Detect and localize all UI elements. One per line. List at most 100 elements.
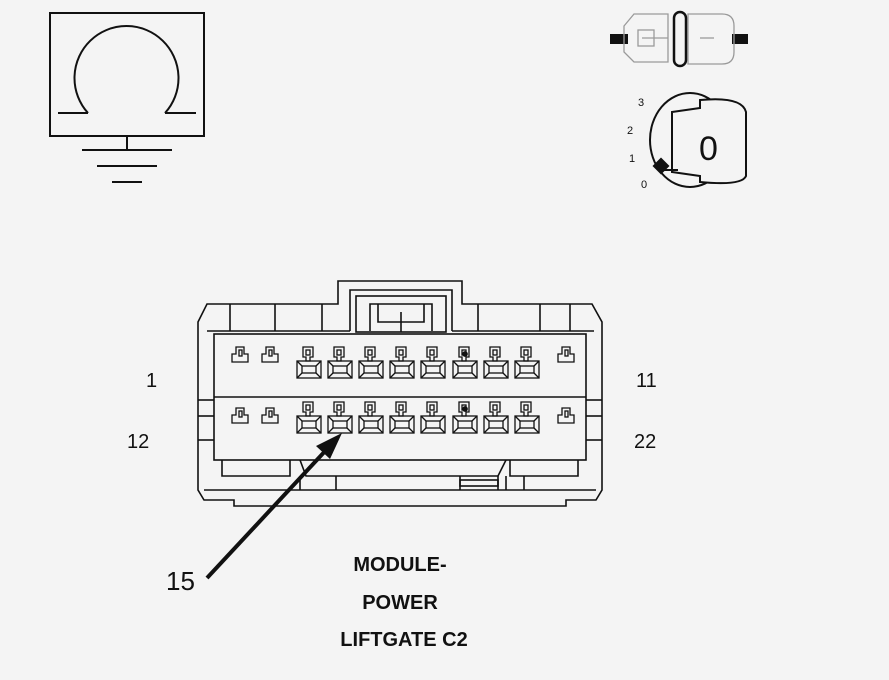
cavity-row1-1-terminal	[302, 346, 314, 362]
callout-number: 15	[166, 566, 195, 596]
cavity-row2-6-bevel-d	[471, 427, 478, 434]
cavity-row2-5-box	[420, 415, 446, 434]
cavity-row1-2-bevel-c	[327, 372, 334, 379]
connector-cavities	[231, 346, 575, 434]
cavity-row2-6-box	[452, 415, 478, 434]
cavity-row1-3-bevel-d	[377, 372, 384, 379]
cavity-row1-6-box	[452, 360, 478, 379]
cavity-row1-2-bevel-d	[346, 372, 353, 379]
cavity-row1-8-box	[514, 360, 540, 379]
cavity-row1-7-box	[483, 360, 509, 379]
cavity-row1-1-terminal-slot	[305, 349, 311, 356]
cavity-row1-5-bevel-b	[439, 360, 446, 367]
cavity-row1-7-bevel-b	[502, 360, 509, 367]
cavity-row1-4-bevel-b	[408, 360, 415, 367]
side-terminal-row2-a	[231, 407, 249, 424]
cavity-row2-8-box	[514, 415, 540, 434]
cavity-row1-7-terminal	[489, 346, 501, 362]
cavity-row1-2-bevel-b	[346, 360, 353, 367]
cavity-row1-3-box	[358, 360, 384, 379]
cavity-row2-1-terminal-slot	[305, 404, 311, 411]
cavity-row2-3-terminal	[364, 401, 376, 417]
cavity-row1-2-box	[327, 360, 353, 379]
cavity-row1-6-bevel-a	[452, 360, 459, 367]
cavity-row1-8-bevel-b	[533, 360, 540, 367]
side-terminal-row1-b-slot	[268, 349, 273, 357]
side-terminal-row2-c-slot	[564, 410, 569, 418]
cavity-row1-7-box-inner	[488, 365, 504, 374]
ignition-position-3: 3	[638, 97, 644, 109]
cavity-row1-3-terminal	[364, 346, 376, 362]
cavity-row2-4-bevel-c	[389, 427, 396, 434]
cavity-row1-7-bevel-d	[502, 372, 509, 379]
cavity-row2-6-bevel-c	[452, 427, 459, 434]
cavity-row1-5-terminal-slot	[429, 349, 435, 356]
cavity-row2-1-box	[296, 415, 322, 434]
cavity-row2-1-box-inner	[301, 420, 317, 429]
pin-label-1: 1	[146, 370, 157, 392]
cavity-row2-8-bevel-d	[533, 427, 540, 434]
cavity-row2-7-bevel-b	[502, 415, 509, 422]
cavity-row2-6-bevel-b	[471, 415, 478, 422]
cavity-row2-1-bevel-b	[315, 415, 322, 422]
cavity-row2-3-box	[358, 415, 384, 434]
cavity-row2-1-bevel-a	[296, 415, 303, 422]
cavity-row2-7-bevel-c	[483, 427, 490, 434]
cavity-row2-5-bevel-a	[420, 415, 427, 422]
ground-symbol-icon	[49, 12, 205, 183]
cavity-row2-1-bevel-d	[315, 427, 322, 434]
cavity-row2-4-bevel-b	[408, 415, 415, 422]
cavity-row1-6-marker	[462, 351, 468, 357]
cavity-row2-4-bevel-a	[389, 415, 396, 422]
cavity-row1-1-bevel-b	[315, 360, 322, 367]
cavity-row1-4-bevel-c	[389, 372, 396, 379]
cavity-row1-7-bevel-c	[483, 372, 490, 379]
cavity-row2-2-bevel-d	[346, 427, 353, 434]
cavity-row1-6-box-inner	[457, 365, 473, 374]
cavity-row1-4-terminal	[395, 346, 407, 362]
cavity-row1-2-terminal	[333, 346, 345, 362]
cavity-row1-6-bevel-c	[452, 372, 459, 379]
cavity-row2-8-bevel-a	[514, 415, 521, 422]
cavity-row2-6-bevel-a	[452, 415, 459, 422]
cavity-row2-2-bevel-a	[327, 415, 334, 422]
cavity-row1-5-box	[420, 360, 446, 379]
cavity-row2-3-bevel-c	[358, 427, 365, 434]
cavity-row2-2-bevel-c	[327, 427, 334, 434]
cavity-row1-8-terminal-slot	[523, 349, 529, 356]
cavity-row1-2-box-inner	[332, 365, 348, 374]
cavity-row2-7-box-inner	[488, 420, 504, 429]
pin-label-12: 12	[127, 431, 149, 453]
cavity-row1-4-terminal-slot	[398, 349, 404, 356]
cavity-row1-5-bevel-a	[420, 360, 427, 367]
cavity-row1-3-bevel-a	[358, 360, 365, 367]
cavity-row1-7-bevel-a	[483, 360, 490, 367]
cavity-row1-1-bevel-d	[315, 372, 322, 379]
cavity-row1-3-bevel-c	[358, 372, 365, 379]
cavity-row2-3-box-inner	[363, 420, 379, 429]
cavity-row2-2-box-inner	[332, 420, 348, 429]
ignition-position-1: 1	[629, 153, 635, 165]
cavity-row1-4-box	[389, 360, 415, 379]
cavity-row1-2-terminal-slot	[336, 349, 342, 356]
cavity-row1-4-bevel-a	[389, 360, 396, 367]
cavity-row1-7-terminal-slot	[492, 349, 498, 356]
cavity-row2-3-bevel-a	[358, 415, 365, 422]
cavity-row2-4-box-inner	[394, 420, 410, 429]
cavity-row2-8-bevel-b	[533, 415, 540, 422]
cavity-row2-7-terminal-slot	[492, 404, 498, 411]
key-label: 0	[699, 130, 718, 168]
cavity-row2-2-terminal-slot	[336, 404, 342, 411]
side-terminal-row2-a-slot	[238, 410, 243, 418]
cavity-row2-2-bevel-b	[346, 415, 353, 422]
connector-title-line2: POWER	[362, 592, 438, 614]
cavity-row2-8-bevel-c	[514, 427, 521, 434]
cavity-row2-3-terminal-slot	[367, 404, 373, 411]
cavity-row1-5-bevel-c	[420, 372, 427, 379]
cavity-row2-4-terminal	[395, 401, 407, 417]
cavity-row2-6-box-inner	[457, 420, 473, 429]
cavity-row2-2-box	[327, 415, 353, 434]
ignition-position-0: 0	[641, 179, 647, 191]
cavity-row2-6-marker	[462, 406, 468, 412]
